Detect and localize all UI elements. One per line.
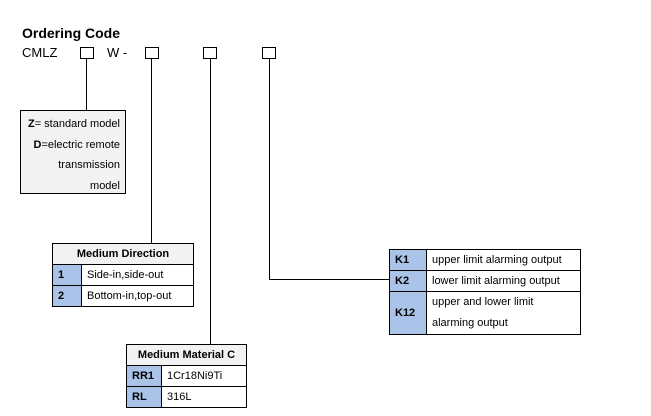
model-option-d-cont2: model [90,179,120,192]
model-options-box: Z= standard model D=electric remote tran… [20,110,126,194]
alarm-output-table: K1 upper limit alarming output K2 lower … [389,249,581,335]
code-slot-direction [145,47,159,59]
connector-direction [151,59,152,244]
code-slot-material [203,47,217,59]
table-row: 1 Side-in,side-out [52,264,194,286]
connector-alarm-horizontal [269,279,389,280]
table-header: Medium Material C [126,344,247,366]
model-option-z: Z= standard model [27,118,120,130]
table-row: RL 316L [126,386,247,408]
table-header: Medium Direction [52,243,194,265]
table-row: RR1 1Cr18Ni9Ti [126,365,247,387]
connector-material [210,59,211,344]
table-row: 2 Bottom-in,top-out [52,285,194,307]
medium-direction-table: Medium Direction 1 Side-in,side-out 2 Bo… [52,243,194,307]
medium-material-table: Medium Material C RR1 1Cr18Ni9Ti RL 316L [126,344,247,408]
code-slot-alarm [262,47,276,59]
code-prefix: CMLZ [22,45,58,60]
page-title: Ordering Code [22,25,121,41]
model-option-d: D=electric remote [33,138,120,151]
code-mid: W - [107,45,128,60]
code-slot-model [80,47,94,59]
table-row: K12 upper and lower limit alarming outpu… [389,291,581,335]
connector-model [86,59,87,110]
connector-alarm-vertical [269,59,270,280]
table-row: K1 upper limit alarming output [389,249,581,271]
model-option-d-cont1: transmission [58,159,120,171]
table-row: K2 lower limit alarming output [389,270,581,292]
